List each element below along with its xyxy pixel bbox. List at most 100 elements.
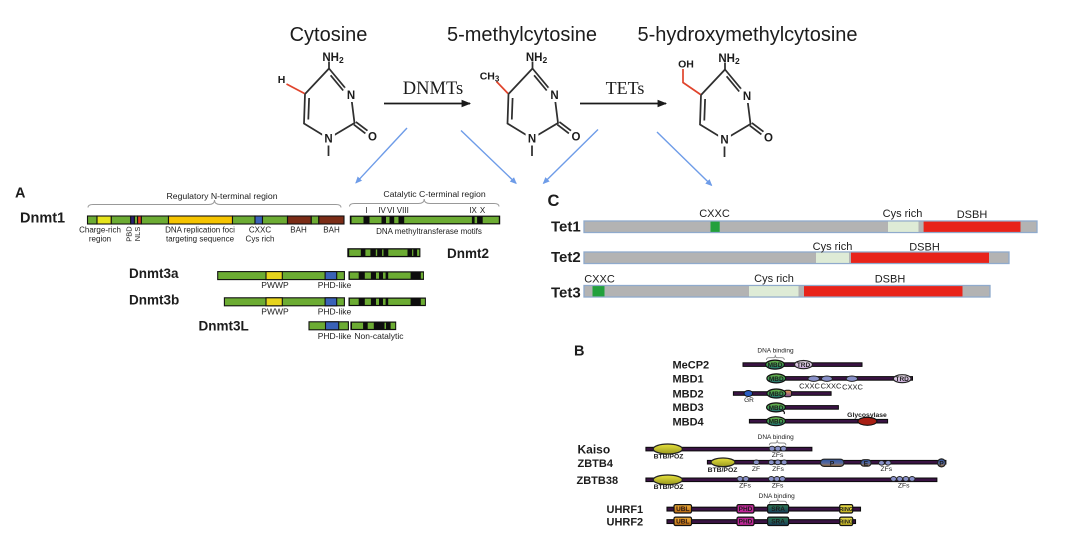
svg-text:Cys rich: Cys rich (754, 273, 794, 285)
svg-text:UBL: UBL (676, 519, 689, 526)
svg-text:B: B (574, 344, 584, 360)
svg-text:TRD: TRD (797, 362, 811, 369)
svg-text:PHD-like: PHD-like (318, 306, 352, 316)
svg-text:Cys rich: Cys rich (246, 235, 275, 244)
svg-text:DNA binding: DNA binding (758, 434, 795, 441)
svg-text:Cytosine: Cytosine (290, 24, 368, 46)
svg-text:ZFs: ZFs (880, 466, 892, 473)
svg-text:ZFs: ZFs (772, 466, 784, 473)
svg-text:BTB/POZ: BTB/POZ (708, 467, 738, 474)
svg-text:Dnmt3L: Dnmt3L (199, 319, 249, 334)
svg-text:BAH: BAH (323, 226, 340, 235)
svg-text:ZF: ZF (752, 466, 760, 473)
svg-text:RING: RING (839, 520, 853, 526)
svg-text:targeting sequence: targeting sequence (166, 235, 235, 244)
svg-text:ZFs: ZFs (772, 452, 784, 459)
svg-text:CXXC: CXXC (842, 383, 863, 392)
svg-text:O: O (572, 132, 581, 144)
svg-text:region: region (89, 235, 111, 244)
svg-text:Cys rich: Cys rich (883, 208, 923, 220)
svg-text:OH: OH (678, 59, 694, 71)
svg-text:GR: GR (744, 397, 754, 404)
svg-text:MeCP2: MeCP2 (673, 360, 710, 372)
svg-text:Tet2: Tet2 (551, 249, 581, 266)
svg-text:UHRF1: UHRF1 (607, 504, 644, 516)
svg-text:DNMTs: DNMTs (403, 79, 463, 99)
svg-text:E: E (864, 460, 869, 467)
svg-text:ZBTB38: ZBTB38 (577, 475, 619, 487)
svg-text:VIII: VIII (397, 206, 409, 215)
svg-text:N: N (324, 134, 332, 146)
svg-text:X: X (480, 206, 486, 215)
svg-text:C: C (548, 192, 560, 210)
svg-text:PWWP: PWWP (261, 280, 289, 290)
svg-text:Tet3: Tet3 (551, 285, 581, 302)
svg-text:CXXC: CXXC (821, 382, 842, 391)
svg-text:5-methylcytosine: 5-methylcytosine (447, 24, 597, 46)
svg-text:N: N (743, 91, 751, 103)
svg-text:IV: IV (378, 206, 386, 215)
svg-text:P: P (830, 460, 835, 467)
svg-text:Dnmt1: Dnmt1 (20, 211, 65, 227)
svg-text:O: O (368, 132, 377, 144)
svg-text:IX: IX (469, 206, 477, 215)
svg-text:TRD: TRD (896, 376, 910, 383)
svg-text:NH2: NH2 (322, 52, 344, 65)
svg-text:BTB/POZ: BTB/POZ (654, 453, 684, 460)
svg-text:BTB/POZ: BTB/POZ (654, 484, 684, 491)
svg-text:ZFs: ZFs (772, 482, 784, 489)
svg-text:MBD: MBD (769, 376, 784, 383)
svg-text:Non-catalytic: Non-catalytic (354, 331, 404, 341)
svg-text:A: A (15, 186, 26, 202)
svg-text:PWWP: PWWP (261, 306, 289, 316)
svg-text:NLS: NLS (133, 227, 142, 242)
svg-text:P: P (939, 461, 944, 468)
svg-text:TETs: TETs (606, 78, 645, 98)
svg-text:5-hydroxymethylcytosine: 5-hydroxymethylcytosine (637, 24, 857, 46)
svg-text:PBD: PBD (125, 226, 134, 242)
svg-text:DNA binding: DNA binding (759, 493, 796, 500)
svg-text:Charge-rich: Charge-rich (79, 226, 121, 235)
svg-text:RING: RING (839, 507, 853, 513)
svg-text:SRA: SRA (771, 506, 785, 513)
svg-text:ZBTB4: ZBTB4 (578, 458, 614, 470)
svg-text:CXXC: CXXC (699, 208, 730, 220)
svg-text:DNA binding: DNA binding (757, 348, 794, 355)
svg-text:NH2: NH2 (718, 53, 740, 66)
svg-text:MBD: MBD (769, 419, 784, 426)
svg-text:BAH: BAH (290, 226, 307, 235)
svg-text:PHD: PHD (739, 506, 753, 513)
svg-text:Tet1: Tet1 (551, 218, 581, 235)
svg-text:UBL: UBL (676, 506, 689, 513)
svg-text:NH2: NH2 (526, 52, 548, 65)
svg-text:ZFs: ZFs (739, 482, 751, 489)
svg-text:MBD: MBD (769, 405, 784, 412)
svg-text:Dnmt3a: Dnmt3a (129, 266, 179, 281)
svg-text:Cys rich: Cys rich (813, 241, 853, 253)
svg-text:VI: VI (387, 206, 395, 215)
svg-text:UHRF2: UHRF2 (607, 517, 644, 529)
svg-text:DSBH: DSBH (909, 242, 940, 254)
svg-text:SRA: SRA (771, 519, 785, 526)
svg-text:Catalytic C-terminal region: Catalytic C-terminal region (383, 189, 486, 199)
svg-text:N: N (550, 90, 558, 102)
svg-text:MBD: MBD (768, 362, 783, 369)
svg-text:Kaiso: Kaiso (578, 443, 611, 457)
svg-text:DSBH: DSBH (957, 209, 988, 221)
svg-text:PHD: PHD (739, 519, 753, 526)
svg-text:CXXC: CXXC (799, 382, 820, 391)
svg-text:DNA replication foci: DNA replication foci (165, 226, 235, 235)
svg-text:I: I (365, 206, 367, 215)
svg-text:H: H (278, 74, 286, 86)
svg-text:Glycosylase: Glycosylase (847, 412, 887, 419)
svg-text:N: N (528, 134, 536, 146)
svg-text:N: N (720, 135, 728, 147)
svg-text:MBD2: MBD2 (673, 389, 704, 401)
svg-text:CH3: CH3 (480, 71, 500, 84)
svg-text:MBD1: MBD1 (673, 374, 704, 386)
svg-text:MBD3: MBD3 (673, 402, 704, 414)
svg-text:PHD-like: PHD-like (318, 280, 352, 290)
svg-text:CXXC: CXXC (249, 226, 271, 235)
svg-text:MBD4: MBD4 (673, 417, 705, 429)
svg-text:Regulatory N-terminal region: Regulatory N-terminal region (166, 191, 277, 201)
